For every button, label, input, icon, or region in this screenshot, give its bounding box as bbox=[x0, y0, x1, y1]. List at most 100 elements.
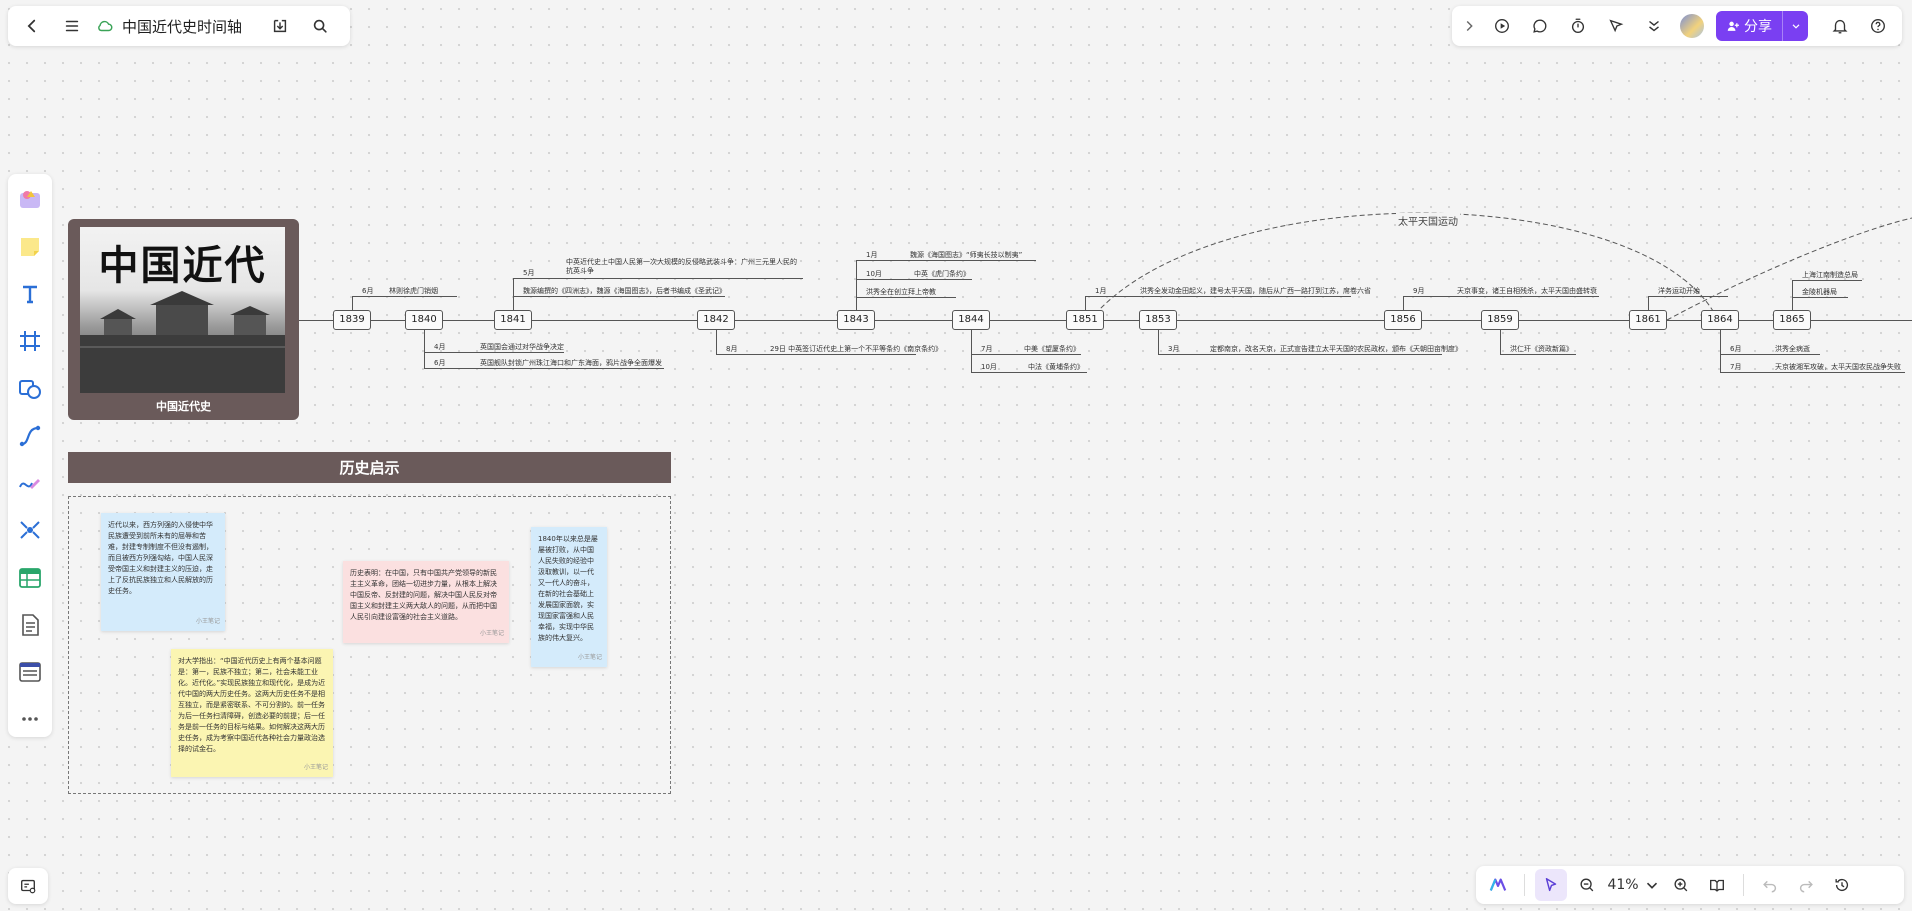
select-pointer-icon[interactable] bbox=[1535, 869, 1567, 901]
sticky-note[interactable]: 对大学指出：“中国近代历史上有两个基本问题是：第一，民族不独立；第二，社会未能工… bbox=[171, 649, 333, 777]
avatar[interactable] bbox=[1680, 14, 1704, 38]
event-line bbox=[1085, 296, 1351, 297]
year-node[interactable]: 1856 bbox=[1384, 310, 1422, 330]
sticky-note[interactable]: 历史表明：在中国，只有中国共产党领导的新民主主义革命，团结一切进步力量，从根本上… bbox=[343, 561, 509, 643]
year-node[interactable]: 1843 bbox=[837, 310, 875, 330]
connector-icon[interactable] bbox=[13, 418, 47, 453]
branch-line bbox=[1792, 280, 1793, 310]
document-title[interactable]: 中国近代史时间轴 bbox=[122, 17, 243, 36]
cover-card[interactable]: 中国近代史 中国近代史 bbox=[68, 219, 299, 420]
top-left-toolbar: 中国近代史时间轴 bbox=[8, 6, 350, 46]
undo-icon[interactable] bbox=[1754, 869, 1786, 901]
menu-icon[interactable] bbox=[56, 10, 88, 42]
event-line bbox=[1720, 372, 1905, 373]
laser-pointer-icon[interactable] bbox=[1600, 10, 1632, 42]
event-text: 英国国会通过对华战争决定 bbox=[480, 343, 564, 351]
year-node[interactable]: 1861 bbox=[1629, 310, 1667, 330]
event-month: 3月 bbox=[1168, 345, 1180, 353]
event-month: 9月 bbox=[1413, 287, 1425, 295]
pen-icon[interactable] bbox=[13, 466, 47, 501]
help-icon[interactable] bbox=[1862, 10, 1894, 42]
bottom-right-toolbar: 41% bbox=[1476, 866, 1904, 904]
note-author: 小王笔记 bbox=[577, 654, 602, 661]
event-line bbox=[513, 278, 803, 279]
minimap-button[interactable] bbox=[8, 868, 48, 904]
event-month: 6月 bbox=[1730, 345, 1742, 353]
event-text: 中美《望厦条约》 bbox=[1024, 345, 1080, 353]
event-line bbox=[424, 368, 664, 369]
event-text: 洪秀全病逝 bbox=[1775, 345, 1810, 353]
year-node[interactable]: 1865 bbox=[1773, 310, 1811, 330]
history-icon[interactable] bbox=[1826, 869, 1858, 901]
lessons-frame[interactable]: 近代以来，西方列强的入侵使中华民族遭受到前所未有的屈辱和苦难，封建专制制度不但没… bbox=[68, 496, 671, 794]
event-text: 林则徐虎门销烟 bbox=[389, 287, 438, 295]
event-text: 魏源编撰的《四洲志》，魏源《海国图志》，后者书编成《圣武记》 bbox=[523, 287, 726, 295]
event-text: 中英《虎门条约》 bbox=[914, 270, 970, 278]
forbidden-city-illustration bbox=[80, 291, 285, 393]
timer-icon[interactable] bbox=[1562, 10, 1594, 42]
note-text: 历史表明：在中国，只有中国共产党领导的新民主主义革命，团结一切进步力量，从根本上… bbox=[350, 569, 497, 621]
event-line bbox=[1648, 296, 1728, 297]
event-month: 7月 bbox=[981, 345, 993, 353]
arc-label-taiping: 太平天国运动 bbox=[1396, 213, 1460, 228]
lessons-header[interactable]: 历史启示 bbox=[68, 452, 671, 483]
event-month: 10月 bbox=[866, 270, 882, 278]
more-icon[interactable] bbox=[13, 702, 47, 737]
text-icon[interactable] bbox=[13, 277, 47, 312]
year-node[interactable]: 1842 bbox=[697, 310, 735, 330]
year-node[interactable]: 1859 bbox=[1481, 310, 1519, 330]
back-icon[interactable] bbox=[16, 10, 48, 42]
zoom-dropdown-icon[interactable] bbox=[1643, 869, 1661, 901]
book-mode-icon[interactable] bbox=[1701, 869, 1733, 901]
notification-bell-icon[interactable] bbox=[1824, 10, 1856, 42]
ai-assistant-icon[interactable] bbox=[1482, 869, 1514, 901]
event-text: 定都南京，改名天京，正式宣告建立太平天国的农民政权，颁布《天朝田亩制度》 bbox=[1210, 345, 1462, 353]
zoom-in-icon[interactable] bbox=[1665, 869, 1697, 901]
year-node[interactable]: 1839 bbox=[333, 310, 371, 330]
event-text: 上海江南制造总局 bbox=[1802, 271, 1858, 279]
cover-image: 中国近代史 bbox=[80, 227, 285, 393]
search-icon[interactable] bbox=[304, 10, 336, 42]
event-month: 6月 bbox=[434, 359, 446, 367]
sticky-note-icon[interactable] bbox=[13, 229, 47, 264]
frame-icon[interactable] bbox=[13, 324, 47, 359]
document-icon[interactable] bbox=[13, 607, 47, 642]
comment-icon[interactable] bbox=[1524, 10, 1556, 42]
table-icon[interactable] bbox=[13, 560, 47, 595]
share-label: 分享 bbox=[1744, 19, 1772, 35]
event-month: 7月 bbox=[1730, 363, 1742, 371]
branch-line bbox=[1085, 296, 1086, 310]
event-line bbox=[856, 297, 956, 298]
mind-map-icon[interactable] bbox=[13, 513, 47, 548]
event-text: 中英近代史上中国人民第一次大规模的反侵略武装斗争：广州三元里人民的抗英斗争 bbox=[566, 258, 797, 275]
chevron-down-icon[interactable] bbox=[1782, 11, 1808, 41]
branch-line bbox=[513, 278, 514, 310]
event-line bbox=[1792, 280, 1862, 281]
year-node[interactable]: 1853 bbox=[1139, 310, 1177, 330]
year-node[interactable]: 1851 bbox=[1066, 310, 1104, 330]
note-text: 对大学指出：“中国近代历史上有两个基本问题是：第一，民族不独立；第二，社会未能工… bbox=[178, 657, 326, 753]
expand-icon[interactable] bbox=[1458, 10, 1480, 42]
event-line bbox=[971, 372, 1087, 373]
download-icon[interactable] bbox=[264, 10, 296, 42]
event-text: 洋务运动开始 bbox=[1658, 287, 1700, 295]
minimap-icon bbox=[21, 879, 36, 894]
zoom-out-icon[interactable] bbox=[1571, 869, 1603, 901]
zoom-level[interactable]: 41% bbox=[1607, 877, 1639, 893]
list-icon[interactable] bbox=[13, 655, 47, 690]
share-button[interactable]: 分享 bbox=[1716, 11, 1808, 41]
sticky-note[interactable]: 1840年以来总是屡屡被打败，从中国人民失败的经验中汲取教训，以一代又一代人的奋… bbox=[531, 527, 607, 667]
year-node[interactable]: 1864 bbox=[1701, 310, 1739, 330]
templates-icon[interactable] bbox=[13, 182, 47, 217]
branch-line bbox=[971, 330, 972, 372]
event-line bbox=[1158, 354, 1442, 355]
sticky-note[interactable]: 近代以来，西方列强的入侵使中华民族遭受到前所未有的屈辱和苦难，封建专制制度不但没… bbox=[101, 513, 225, 631]
redo-icon[interactable] bbox=[1790, 869, 1822, 901]
year-node[interactable]: 1840 bbox=[405, 310, 443, 330]
shape-icon[interactable] bbox=[13, 371, 47, 406]
year-node[interactable]: 1841 bbox=[494, 310, 532, 330]
play-icon[interactable] bbox=[1486, 10, 1518, 42]
collapse-icon[interactable] bbox=[1638, 10, 1670, 42]
year-node[interactable]: 1844 bbox=[952, 310, 990, 330]
event-text: 洪秀全在创立拜上帝教 bbox=[866, 288, 936, 296]
